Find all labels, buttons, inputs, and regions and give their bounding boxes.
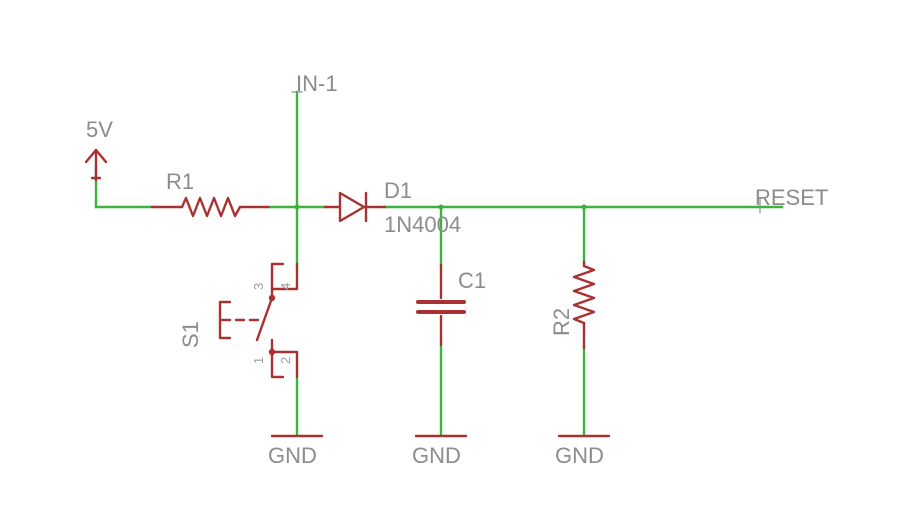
net-label-5v: 5V xyxy=(86,117,113,142)
d1-value: 1N4004 xyxy=(384,212,461,237)
net-in1[interactable]: IN-1 xyxy=(291,71,338,96)
net-label-reset: RESET xyxy=(755,185,828,210)
wires xyxy=(94,90,784,437)
switch-s1[interactable]: 3 4 1 2 S1 xyxy=(178,262,299,379)
ground-symbol-r2[interactable]: GND xyxy=(555,434,611,468)
c1-label: C1 xyxy=(458,268,486,293)
capacitor-c1[interactable]: C1 xyxy=(416,263,486,347)
ground-symbol-s1[interactable]: GND xyxy=(268,434,324,468)
s1-pin-4: 4 xyxy=(278,283,293,290)
supply-5v-symbol[interactable]: 5V xyxy=(84,117,113,182)
net-reset[interactable]: RESET xyxy=(755,185,828,213)
ground-symbol-c1[interactable]: GND xyxy=(412,434,468,468)
diode-d1[interactable]: D1 1N4004 xyxy=(323,178,461,237)
s1-pin-1: 1 xyxy=(251,357,266,364)
net-label-in1: IN-1 xyxy=(296,71,338,96)
junction-dot xyxy=(438,204,444,210)
r1-label: R1 xyxy=(166,169,194,194)
s1-label: S1 xyxy=(178,321,203,348)
gnd-label: GND xyxy=(412,443,461,468)
junction-dot xyxy=(581,204,587,210)
gnd-label: GND xyxy=(268,443,317,468)
resistor-r2[interactable]: R2 xyxy=(549,260,596,350)
s1-pin-3: 3 xyxy=(251,283,266,290)
r2-label: R2 xyxy=(549,308,574,336)
resistor-r1[interactable]: R1 xyxy=(150,169,270,218)
d1-label: D1 xyxy=(384,178,412,203)
junction-dot xyxy=(294,204,300,210)
s1-pin-2: 2 xyxy=(278,357,293,364)
gnd-label: GND xyxy=(555,443,604,468)
